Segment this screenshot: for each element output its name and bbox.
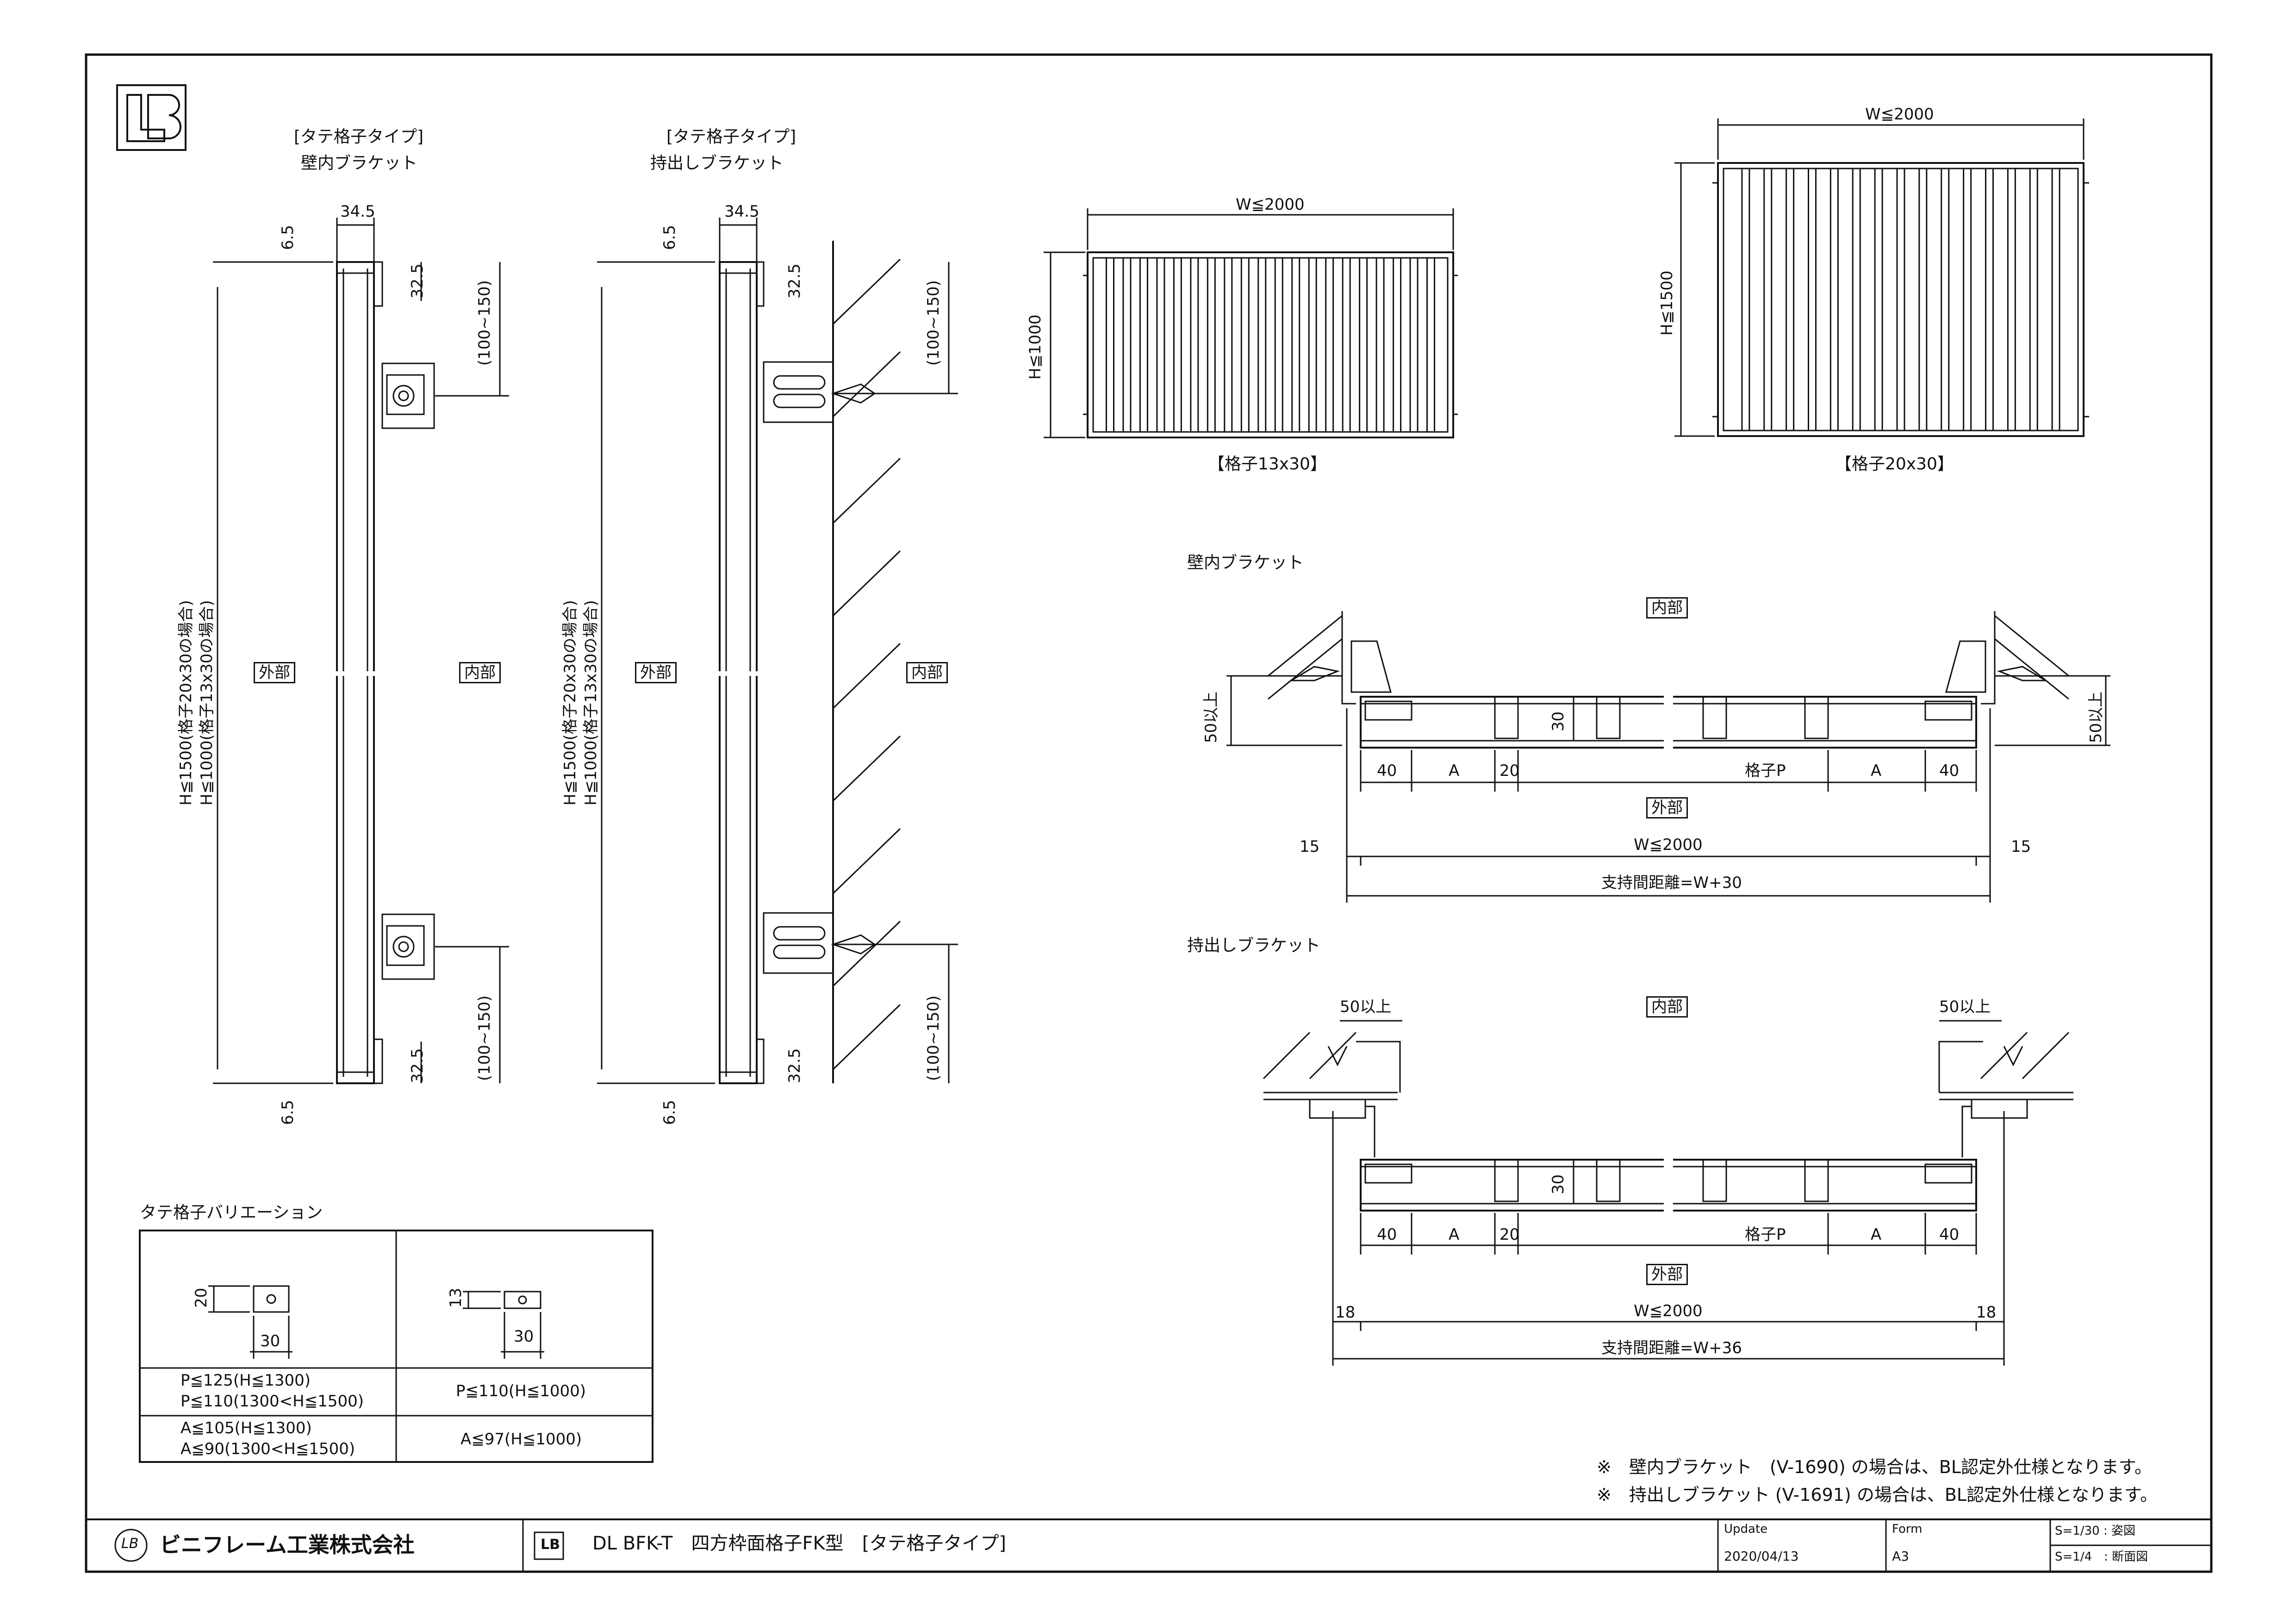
- dim-top-gap-1: 6.5: [279, 225, 297, 250]
- section-ext-dim-w: W≦2000: [1634, 1302, 1703, 1320]
- note-2: ※ 持出しブラケット (V-1691) の場合は、BL認定外仕様となります。: [1597, 1485, 2158, 1505]
- inside-label-1: 内部: [459, 662, 501, 683]
- scale-1: S=1/30 : 姿図: [2055, 1524, 2135, 1538]
- dim-bottom-gap-2: 6.5: [660, 1099, 679, 1125]
- panel-large-label: 【格子20x30】: [1835, 455, 1954, 474]
- form-label: Form: [1892, 1522, 1923, 1536]
- section-ext-support: 支持間距離=W+36: [1601, 1339, 1742, 1357]
- variation-left-h: 20: [192, 1287, 211, 1308]
- panel-small-label: 【格子13x30】: [1208, 455, 1327, 474]
- section-wall-outside: 外部: [1646, 797, 1688, 818]
- section-ext-pitch: 格子P: [1745, 1225, 1786, 1244]
- outside-label-2: 外部: [635, 662, 677, 683]
- variation-right-a: A≦97(H≦1000): [460, 1430, 582, 1449]
- section-wall-dim-a-left: A: [1449, 762, 1460, 780]
- section-wall-dim30: 30: [1549, 711, 1568, 731]
- drawing-title: DL BFK-T 四方枠面格子FK型 [タテ格子タイプ]: [592, 1533, 1006, 1554]
- panel-small: [1044, 208, 1458, 438]
- dim-height-1a: H≦1500(格子20x30の場合): [177, 600, 195, 806]
- dim-height-2b: H≦1000(格子13x30の場合): [582, 600, 600, 806]
- variation-left-p2: P≦110(1300<H≦1500): [180, 1392, 364, 1411]
- lattice-bars-large: [1741, 169, 2060, 431]
- section-ext-dim40-left: 40: [1377, 1225, 1397, 1244]
- dim-bottom-gap-1: 6.5: [279, 1099, 297, 1125]
- dim-bracket-2a: 32.5: [785, 263, 804, 299]
- section-ext-dim20: 20: [1500, 1225, 1520, 1244]
- panel-large-width: W≦2000: [1865, 105, 1934, 124]
- variation-right-w: 30: [514, 1327, 534, 1346]
- dim-height-2a: H≦1500(格子20x30の場合): [561, 600, 579, 806]
- section-wall-dim15-left: 15: [1300, 837, 1320, 856]
- variation-left-p1: P≦125(H≦1300): [180, 1371, 311, 1390]
- section-ext-dim50-right: 50以上: [1939, 998, 1991, 1016]
- section-ext-title: 持出しブラケット: [1187, 936, 1321, 955]
- section-wall-dim40-right: 40: [1939, 762, 1960, 780]
- variation-left-a1: A≦105(H≦1300): [180, 1419, 312, 1437]
- col2-name-label: 持出しブラケット: [650, 154, 784, 173]
- outside-label-1: 外部: [254, 662, 295, 683]
- dim-range-2a: (100~150): [924, 280, 943, 366]
- note-1: ※ 壁内ブラケット (V-1690) の場合は、BL認定外仕様となります。: [1597, 1457, 2153, 1477]
- section-wall-dim20: 20: [1500, 762, 1520, 780]
- variation-left-a2: A≦90(1300<H≦1500): [180, 1440, 355, 1458]
- section-ext: [1263, 1020, 2073, 1366]
- update-value: 2020/04/13: [1724, 1549, 1799, 1564]
- dim-top-width-1: 34.5: [340, 202, 375, 221]
- dim-bracket-1b: 32.5: [408, 1048, 427, 1083]
- section-wall: [1226, 611, 2110, 903]
- col1-name-label: 壁内ブラケット: [301, 154, 418, 173]
- section-wall-inside: 内部: [1646, 597, 1688, 618]
- dim-range-1b: (100~150): [475, 995, 494, 1081]
- variation-title: タテ格子バリエーション: [140, 1203, 323, 1222]
- dim-range-1a: (100~150): [475, 280, 494, 366]
- section-wall-title: 壁内ブラケット: [1187, 553, 1304, 572]
- section-wall-dim-a-right: A: [1871, 762, 1882, 780]
- title-logo-mark: LB: [541, 1537, 560, 1553]
- variation-table: [139, 1230, 653, 1463]
- dim-height-1b: H≦1000(格子13x30の場合): [198, 600, 216, 806]
- section-wall-dim-w: W≦2000: [1634, 836, 1703, 854]
- dim-range-2b: (100~150): [924, 995, 943, 1081]
- company-logo-mark: LB: [121, 1536, 139, 1552]
- section-ext-dim18-right: 18: [1976, 1303, 1997, 1322]
- variation-right-p: P≦110(H≦1000): [456, 1382, 586, 1400]
- dim-top-gap-2: 6.5: [660, 225, 679, 250]
- form-value: A3: [1892, 1549, 1909, 1564]
- dim-top-width-2: 34.5: [724, 202, 759, 221]
- col1-type-label: [タテ格子タイプ]: [294, 127, 424, 146]
- side-view-ext: [597, 218, 958, 1084]
- section-ext-dim30: 30: [1549, 1174, 1568, 1194]
- inside-label-2: 内部: [906, 662, 948, 683]
- company-name: ビニフレーム工業株式会社: [160, 1532, 415, 1557]
- panel-small-height: H≦1000: [1026, 314, 1045, 380]
- section-ext-dim-a-left: A: [1449, 1225, 1460, 1244]
- lattice-bars-small: [1105, 258, 1436, 432]
- variation-left-w: 30: [260, 1332, 280, 1350]
- panel-large: [1674, 119, 2089, 437]
- variation-right-h: 13: [447, 1287, 465, 1308]
- side-view-wall: [213, 218, 509, 1084]
- update-label: Update: [1724, 1522, 1768, 1536]
- dim-bracket-1a: 32.5: [408, 263, 427, 299]
- section-wall-dim50-right: 50以上: [2087, 691, 2105, 743]
- scale-2: S=1/4 : 断面図: [2055, 1550, 2148, 1564]
- section-ext-dim-a-right: A: [1871, 1225, 1882, 1244]
- dim-bracket-2b: 32.5: [785, 1048, 804, 1083]
- col2-type-label: [タテ格子タイプ]: [666, 127, 796, 146]
- section-wall-pitch: 格子P: [1745, 762, 1786, 780]
- section-ext-outside: 外部: [1646, 1264, 1688, 1285]
- panel-large-height: H≦1500: [1658, 270, 1676, 336]
- panel-small-width: W≦2000: [1236, 195, 1305, 214]
- section-ext-inside: 内部: [1646, 996, 1688, 1018]
- section-wall-dim50-left: 50以上: [1202, 691, 1220, 743]
- section-ext-dim18-left: 18: [1335, 1303, 1356, 1322]
- section-ext-dim50-left: 50以上: [1340, 998, 1392, 1016]
- section-wall-dim15-right: 15: [2011, 837, 2031, 856]
- section-wall-support: 支持間距離=W+30: [1601, 874, 1742, 892]
- section-wall-dim40-left: 40: [1377, 762, 1397, 780]
- section-ext-dim40-right: 40: [1939, 1225, 1960, 1244]
